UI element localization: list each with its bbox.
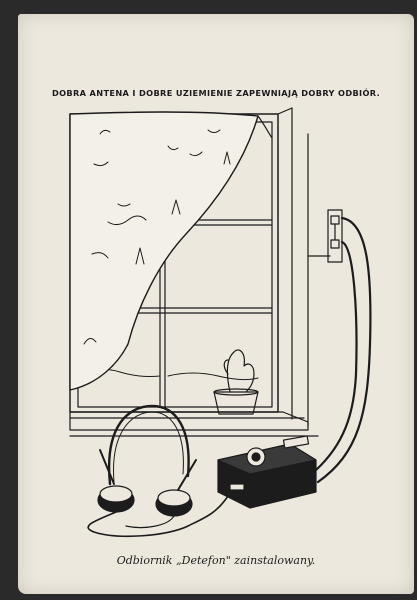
antenna-cable (314, 216, 372, 484)
cactus-pot-icon (213, 349, 259, 415)
curtain-icon (69, 111, 273, 391)
booklet-page: DOBRA ANTENA I DOBRE UZIEMIENIE ZAPEWNIA… (18, 14, 414, 594)
illustration (69, 107, 372, 538)
wall-socket-icon (307, 133, 343, 427)
page-caption: Odbiornik „Detefon" zainstalowany. (116, 554, 316, 567)
headphones-icon (87, 404, 229, 538)
radio-receiver-icon (217, 435, 317, 509)
page-heading: DOBRA ANTENA I DOBRE UZIEMIENIE ZAPEWNIA… (51, 88, 381, 98)
